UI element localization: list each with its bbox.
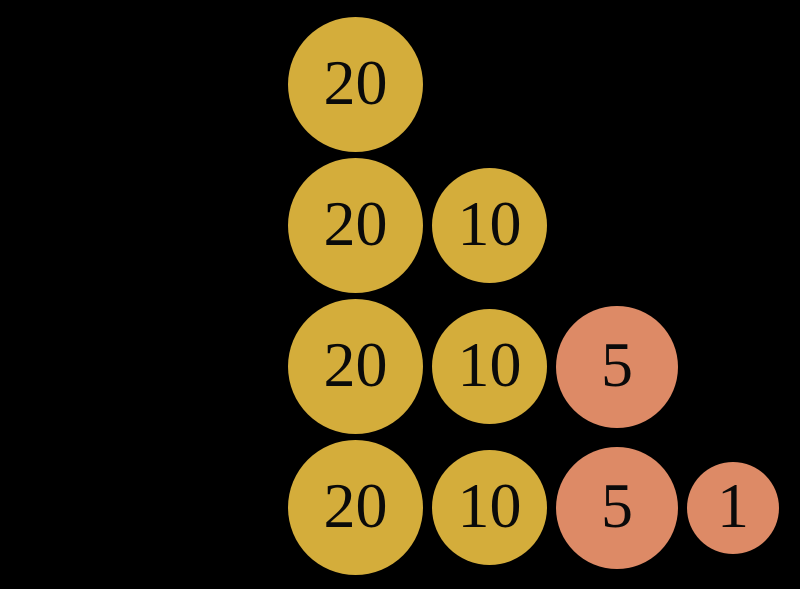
coin-value-label: 1 [717,469,749,541]
coin-5: 5 [556,446,678,569]
coin-value-label: 10 [457,328,522,400]
coin-20: 20 [288,299,423,434]
coin-20: 20 [288,440,423,575]
coin-value-label: 5 [601,328,633,400]
coin-10: 10 [432,450,547,565]
coin-1: 1 [687,461,779,554]
coin-20: 20 [288,17,423,152]
coin-20: 20 [288,158,423,293]
coin-row-1: 20 [288,17,423,152]
coin-value-label: 20 [323,187,388,259]
coin-5: 5 [556,305,678,428]
coin-10: 10 [432,309,547,424]
coin-value-label: 5 [601,469,633,541]
coin-row-3: 20 10 5 [288,299,678,434]
coin-value-label: 20 [323,328,388,400]
coin-10: 10 [432,168,547,283]
coin-row-4: 20 10 5 1 [288,440,779,575]
coin-value-label: 20 [323,46,388,118]
coin-value-label: 10 [457,469,522,541]
coin-value-label: 20 [323,469,388,541]
coin-value-label: 10 [457,187,522,259]
